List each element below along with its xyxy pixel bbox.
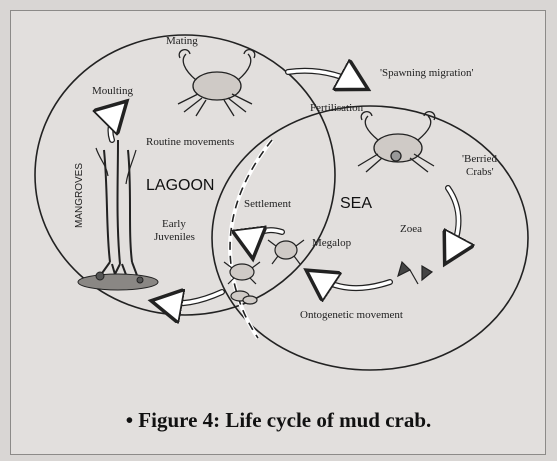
sea-circle: [212, 106, 528, 370]
mangrove-roots: [78, 272, 158, 290]
label-settlement: Settlement: [244, 198, 291, 210]
mangrove-trees-icon: [96, 140, 138, 280]
figure-caption: • Figure 4: Life cycle of mud crab.: [0, 408, 557, 433]
label-fertilisation: Fertilisation: [310, 102, 364, 114]
label-sea: SEA: [340, 195, 372, 212]
label-mangroves: MANGROVES: [74, 163, 85, 228]
label-moulting: Moulting: [92, 85, 133, 97]
label-early-juveniles-1: Early: [162, 218, 186, 230]
zoea-larvae-icon: [398, 262, 432, 284]
label-lagoon: LAGOON: [146, 177, 214, 194]
label-routine-movements: Routine movements: [146, 136, 234, 148]
adult-crab-mating-icon: [178, 50, 255, 116]
label-spawning-migration: 'Spawning migration': [380, 67, 474, 79]
label-berried-crabs-2: Crabs': [466, 166, 494, 178]
berried-crab-icon: [358, 112, 435, 172]
label-ontogenetic-movement: Ontogenetic movement: [300, 309, 403, 321]
label-megalop: Megalop: [312, 237, 352, 249]
label-mating: Mating: [166, 35, 198, 47]
megalop-crab-icon: [268, 240, 304, 264]
label-berried-crabs-1: 'Berried: [462, 153, 497, 165]
label-zoea: Zoea: [400, 223, 422, 235]
label-early-juveniles-2: Juveniles: [154, 231, 195, 243]
